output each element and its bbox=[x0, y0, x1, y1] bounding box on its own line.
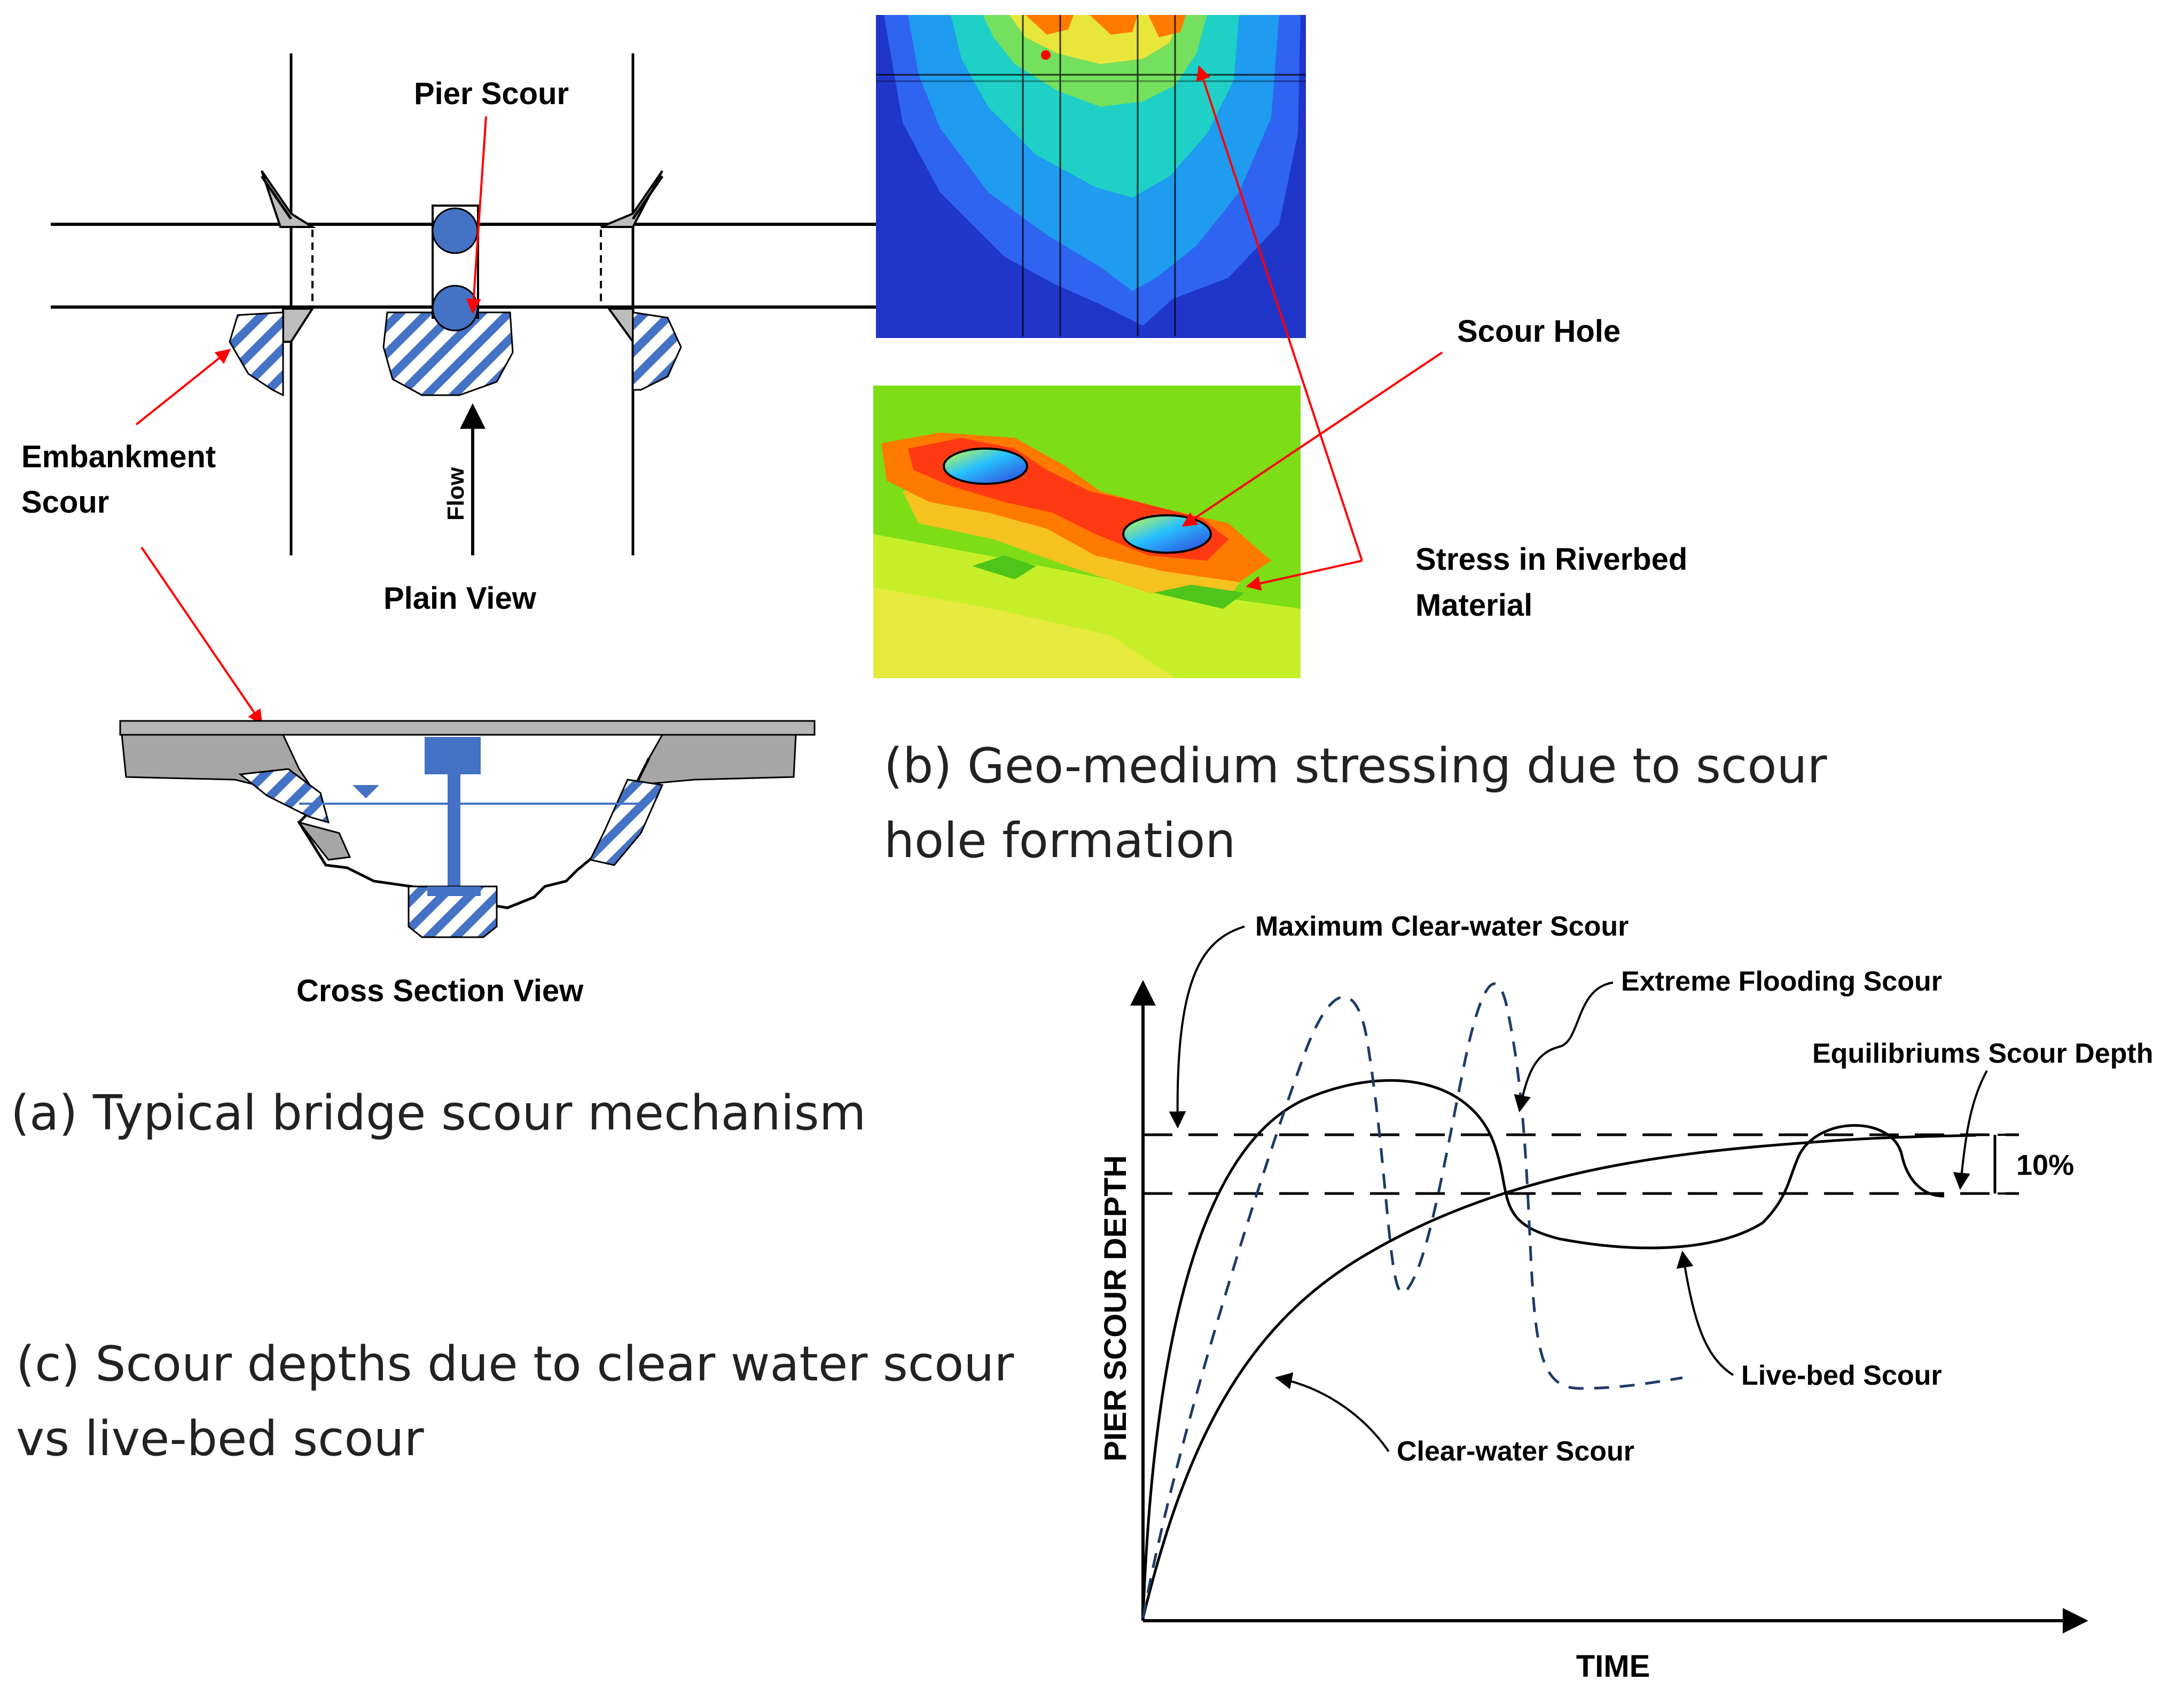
embankment-scour-label: Embankment bbox=[21, 439, 216, 474]
scour-hole-2 bbox=[1122, 514, 1212, 554]
caption-c-line2: vs live-bed scour bbox=[16, 1411, 424, 1467]
plain-view-label: Plain View bbox=[383, 581, 537, 616]
caption-c-line1: (c) Scour depths due to clear water scou… bbox=[16, 1336, 1014, 1392]
plain-view-diagram: Flow bbox=[51, 53, 889, 555]
cross-section-diagram bbox=[119, 720, 816, 938]
scour-hole-arrow bbox=[1181, 351, 1443, 527]
left-embankment-scour bbox=[229, 311, 284, 397]
embankment-scour-label-2: Scour bbox=[21, 485, 109, 520]
caption-a: (a) Typical bridge scour mechanism bbox=[11, 1085, 866, 1141]
pier-scour-label: Pier Scour bbox=[414, 76, 569, 111]
annotation-clear-water: Clear-water Scour bbox=[1397, 1436, 1634, 1467]
annotation-equilibrium: Equilibriums Scour Depth bbox=[1812, 1038, 2154, 1069]
scour-depth-chart: TIME PIER SCOUR DEPTH 10% Maximum Clear-… bbox=[1098, 911, 2154, 1684]
right-embankment-scour bbox=[632, 311, 682, 391]
embankment-arrow-plain bbox=[135, 349, 231, 426]
pier-scour-arrow bbox=[466, 116, 487, 314]
annotation-live-bed: Live-bed Scour bbox=[1741, 1360, 1942, 1391]
stress-arrow-section bbox=[1196, 65, 1363, 561]
pier-column-upstream bbox=[432, 207, 479, 254]
annotation-max-clear-water: Maximum Clear-water Scour bbox=[1255, 911, 1629, 942]
y-axis-label: PIER SCOUR DEPTH bbox=[1098, 1155, 1133, 1462]
series-live-bed bbox=[1141, 1079, 1945, 1619]
pier-scour-hole bbox=[382, 311, 514, 396]
ten-percent-label: 10% bbox=[2016, 1149, 2074, 1181]
embankment-arrow-section bbox=[140, 546, 263, 725]
stress-label-2: Material bbox=[1415, 588, 1532, 623]
stress-label: Stress in Riverbed bbox=[1415, 542, 1687, 577]
stress-arrow-bed bbox=[1246, 560, 1363, 591]
scour-hole-label: Scour Hole bbox=[1457, 314, 1621, 349]
caption-b-line1: (b) Geo-medium stressing due to scour bbox=[884, 738, 1827, 794]
x-axis-label: TIME bbox=[1576, 1649, 1650, 1684]
pier-column-downstream bbox=[432, 285, 479, 332]
scour-hole-1 bbox=[943, 447, 1028, 485]
flow-label: Flow bbox=[443, 467, 469, 521]
cross-section-label: Cross Section View bbox=[296, 973, 584, 1008]
riverbed-stress-map bbox=[873, 386, 1301, 678]
caption-b-line2: hole formation bbox=[884, 813, 1235, 869]
series-clear-water bbox=[1141, 1134, 1977, 1619]
stress-contour-section bbox=[876, 15, 1306, 338]
annotation-extreme-flooding: Extreme Flooding Scour bbox=[1621, 966, 1942, 997]
series-extreme-flooding bbox=[1141, 982, 1683, 1619]
